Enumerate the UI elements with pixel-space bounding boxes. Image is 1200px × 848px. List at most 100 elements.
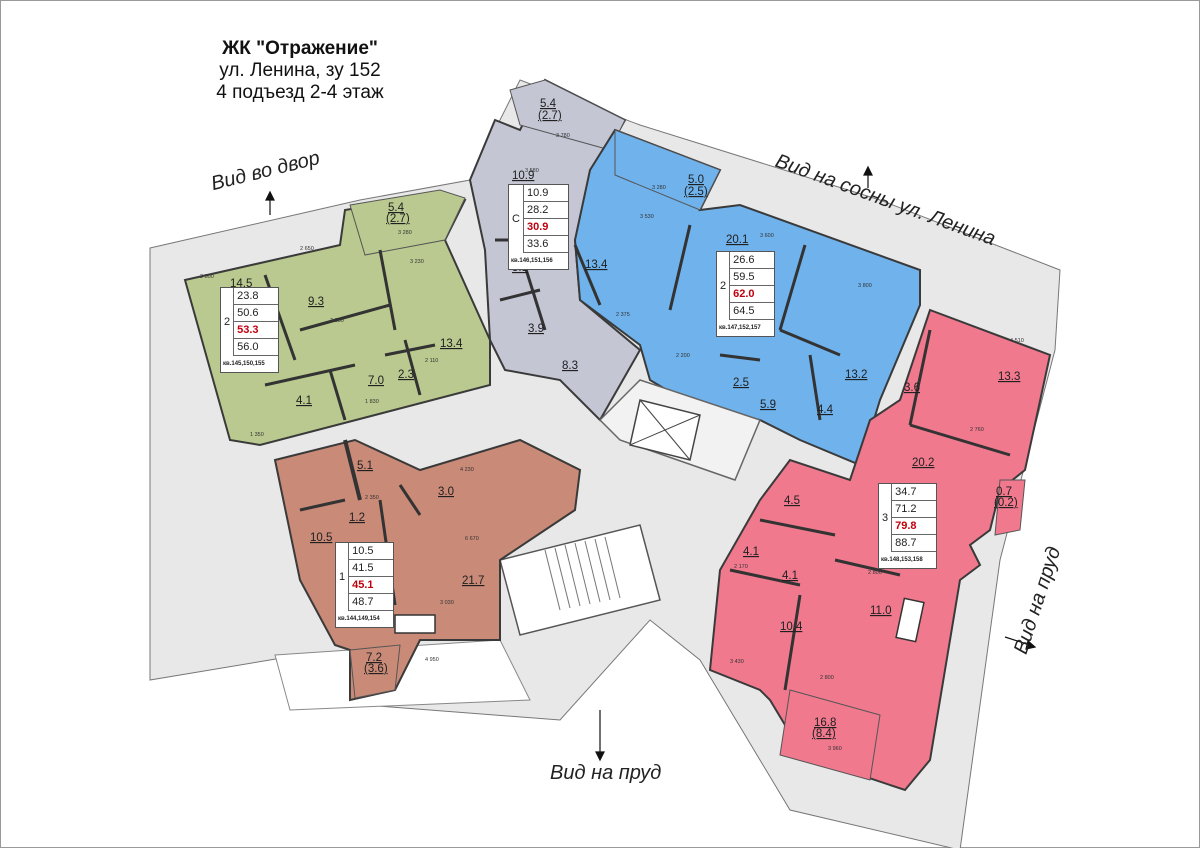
- address-line: ул. Ленина, зу 152: [219, 60, 381, 81]
- full-area-gray: 33.6: [522, 235, 568, 253]
- dim-17: 4 230: [460, 467, 474, 473]
- dim-22: 2 760: [970, 427, 984, 433]
- dim-10: 3 580: [525, 168, 539, 174]
- area-blue-6: 4.4: [817, 404, 834, 416]
- area-pink-10: (8.4): [812, 728, 836, 740]
- living-area-gray: 10.9: [522, 185, 568, 202]
- area-gray-3: 3.9: [528, 323, 544, 335]
- area-with-balcony-pink: 79.8: [891, 517, 937, 535]
- area-green-4: 7.0: [368, 375, 384, 387]
- apartment-numbers-pink: кв.148,153,158: [881, 557, 923, 563]
- dim-21: 4 950: [425, 657, 439, 663]
- dim-8: 1 350: [250, 432, 264, 438]
- area-with-balcony-brown: 45.1: [348, 576, 394, 594]
- full-area-brown: 48.7: [348, 593, 394, 611]
- total-area-green: 50.6: [233, 304, 279, 322]
- rooms-green: 2: [224, 315, 231, 328]
- area-pink-12: (0.2): [994, 497, 1018, 509]
- dim-5: 3 250: [330, 318, 344, 324]
- complex-title: ЖК "Отражение": [222, 38, 378, 59]
- area-green-8: (2.7): [386, 213, 410, 225]
- apartment-green[interactable]: [183, 189, 491, 447]
- apartment-numbers-gray: кв.146,151,156: [511, 258, 553, 264]
- area-with-balcony-blue: 62.0: [729, 285, 775, 303]
- dim-18: 2 350: [365, 495, 379, 501]
- rooms-pink: 3: [882, 511, 889, 524]
- area-brown-6: 7.2: [366, 652, 382, 664]
- area-blue-8: (2.5): [684, 186, 708, 198]
- area-green-3: 13.4: [440, 338, 463, 350]
- area-brown-7: (3.6): [364, 663, 388, 675]
- rooms-brown: 1: [339, 570, 346, 583]
- entrance-floors: 4 подъезд 2-4 этаж: [216, 82, 384, 103]
- total-area-pink: 71.2: [891, 500, 937, 518]
- area-blue-1: 13.4: [585, 259, 608, 271]
- view-pond-bottom-label: Вид на пруд: [550, 762, 662, 784]
- living-area-blue: 26.6: [729, 252, 775, 269]
- living-area-pink: 34.7: [891, 484, 937, 501]
- dim-2: 2 650: [300, 246, 314, 252]
- staircase: [499, 524, 661, 636]
- area-pink-6: 4.1: [782, 570, 798, 582]
- dim-11: 3 280: [652, 185, 666, 191]
- apartment-numbers-brown: кв.144,149,154: [338, 616, 380, 622]
- area-pink-5: 4.1: [743, 546, 759, 558]
- dim-7: 1 830: [365, 399, 379, 405]
- dim-3: 3 280: [398, 230, 412, 236]
- area-gray-4: 8.3: [562, 360, 578, 372]
- dim-25: 2 800: [820, 675, 834, 681]
- area-green-2: 9.3: [308, 296, 324, 308]
- dim-6: 2 110: [425, 358, 438, 364]
- area-pink-11: 0.7: [996, 486, 1012, 498]
- plan-header: ЖК "Отражение" ул. Ленина, зу 152 4 подъ…: [170, 38, 430, 104]
- area-green-7: 5.4: [388, 202, 405, 214]
- dim-27: 4 510: [1010, 338, 1024, 344]
- apartment-brown[interactable]: [273, 438, 582, 702]
- elevator-core: [598, 379, 762, 481]
- area-green-6: 4.1: [296, 395, 312, 407]
- dim-9: 3 780: [556, 133, 570, 139]
- dim-1: 2 800: [200, 274, 214, 280]
- area-blue-5: 5.9: [760, 399, 776, 411]
- dim-14: 3 600: [760, 233, 774, 239]
- apartment-numbers-blue: кв.147,152,157: [719, 325, 761, 331]
- dim-16: 2 200: [676, 353, 690, 359]
- dim-28: 2 170: [734, 564, 748, 570]
- area-pink-2: 13.3: [998, 371, 1020, 383]
- total-area-brown: 41.5: [348, 559, 394, 577]
- area-pink-4: 4.5: [784, 495, 800, 507]
- dim-15: 3 800: [858, 283, 872, 289]
- dim-26: 3 960: [828, 746, 842, 752]
- area-pink-9: 16.8: [814, 717, 836, 729]
- living-area-brown: 10.5: [348, 543, 394, 560]
- dim-23: 2 800: [868, 570, 882, 576]
- living-area-green: 23.8: [233, 288, 279, 305]
- total-area-blue: 59.5: [729, 268, 775, 286]
- area-pink-3: 20.2: [912, 457, 934, 469]
- area-brown-4: 10.5: [310, 532, 332, 544]
- area-gray-6: (2.7): [538, 110, 562, 122]
- area-gray-5: 5.4: [540, 98, 557, 110]
- area-pink-7: 11.0: [870, 605, 892, 617]
- view-arrows: [265, 165, 1037, 762]
- dim-24: 3 430: [730, 659, 744, 665]
- area-brown-5: 21.7: [462, 575, 484, 587]
- dim-19: 6 670: [465, 536, 479, 542]
- area-green-5: 2.3: [398, 369, 414, 381]
- area-brown-3: 1.2: [349, 512, 365, 524]
- area-pink-1: 3.6: [904, 382, 920, 394]
- area-with-balcony-gray: 30.9: [522, 218, 568, 236]
- dim-13: 2 375: [616, 312, 630, 318]
- area-blue-3: 13.2: [845, 369, 867, 381]
- area-brown-1: 5.1: [357, 460, 373, 472]
- full-area-pink: 88.7: [891, 534, 937, 552]
- rooms-blue: 2: [720, 279, 727, 292]
- area-gray-1: 10.9: [512, 170, 534, 182]
- dimension-labels: 2 800 2 650 3 280 3 230 3 250 2 110 1 83…: [200, 133, 1024, 752]
